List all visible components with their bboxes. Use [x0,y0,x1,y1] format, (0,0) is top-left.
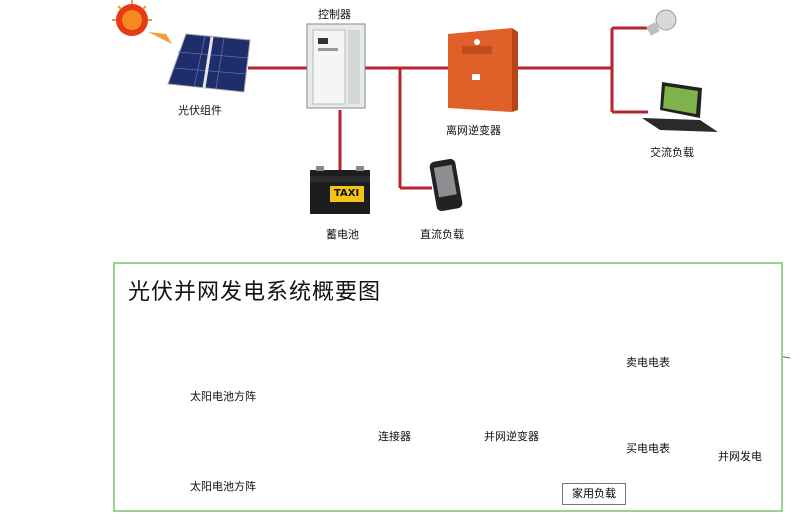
laptop-image [642,82,718,132]
solar-module-image [167,33,251,93]
pv-array-2-label: 太阳电池方阵 [190,480,256,493]
sell-meter-label: 卖电电表 [626,356,670,369]
light-bulb-icon [646,9,677,36]
buy-meter-label: 买电电表 [626,442,670,455]
connector-label: 连接器 [378,430,411,443]
dc-load-label: 直流负载 [420,228,464,241]
controller-label: 控制器 [318,8,351,21]
household-load-box: 家用负载 [562,483,626,505]
grid-system-title: 光伏并网发电系统概要图 [128,280,382,305]
grid-system-panel [113,262,783,512]
grid-power-label: 并网发电 [718,450,762,463]
solar-module-label: 光伏组件 [178,104,222,117]
ac-load-label: 交流负载 [650,146,694,159]
mobile-phone-image [429,158,463,212]
dc-ac-wiring [248,26,648,190]
battery-label: 蓄电池 [326,228,359,241]
battery-image [310,166,370,214]
offgrid-inverter-label: 离网逆变器 [446,124,501,137]
pv-array-1-label: 太阳电池方阵 [190,390,256,403]
grid-inverter-label: 并网逆变器 [484,430,539,443]
offgrid-inverter-image [448,28,518,112]
battery-brand-label: TAXI [334,188,360,199]
sun-icon [112,0,172,44]
controller-cabinet-image [306,23,366,109]
